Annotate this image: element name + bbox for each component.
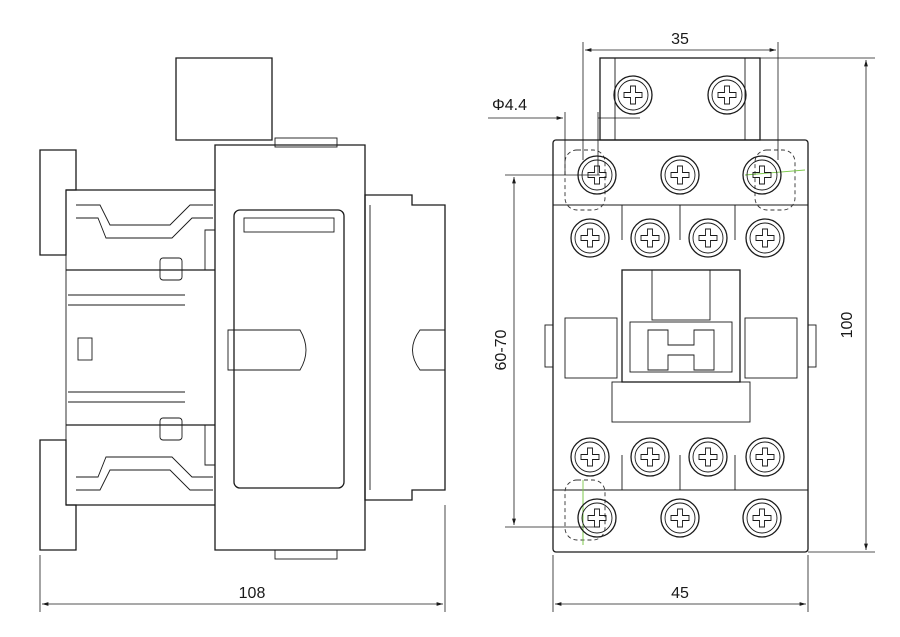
front-actuator xyxy=(621,269,741,383)
dim-100-label: 100 xyxy=(839,312,856,339)
side-view xyxy=(39,57,446,560)
side-rear-bump xyxy=(412,329,445,371)
dim-108-label: 108 xyxy=(239,585,266,602)
side-top-tab xyxy=(175,57,273,141)
screw-icon xyxy=(630,437,670,477)
screw-icon xyxy=(688,437,728,477)
side-label-slot xyxy=(243,217,335,233)
front-view xyxy=(544,57,817,553)
side-slot-lower xyxy=(159,417,183,441)
dim-100: 100 xyxy=(760,57,875,553)
dim-60-70-label: 60-70 xyxy=(493,329,510,370)
terminal-screws xyxy=(570,75,785,538)
dim-45: 45 xyxy=(552,555,809,612)
screw-icon xyxy=(688,218,728,258)
screw-icon xyxy=(630,218,670,258)
screw-icon xyxy=(745,437,785,477)
side-lower-spring xyxy=(76,469,213,491)
screw-icon xyxy=(660,155,700,195)
side-upper-clip xyxy=(39,149,77,256)
front-window-left xyxy=(564,317,618,379)
side-lower-clip xyxy=(39,439,77,551)
mount-hole-bl xyxy=(564,479,606,541)
side-housing xyxy=(214,144,366,551)
screw-icon xyxy=(660,498,700,538)
screw-icon xyxy=(613,75,653,115)
dim-45-label: 45 xyxy=(671,585,689,602)
side-window xyxy=(233,209,345,489)
side-upper-spring xyxy=(76,204,213,226)
side-rear-block xyxy=(364,194,446,501)
front-aux-block xyxy=(599,57,761,141)
dim-108: 108 xyxy=(39,505,446,612)
dim-60-70: 60-70 xyxy=(493,174,600,528)
actuator-h-slot xyxy=(647,329,715,371)
mount-hole-tr xyxy=(754,149,796,211)
dim-35: 35 xyxy=(582,31,779,160)
screw-icon xyxy=(707,75,747,115)
dim-35-label: 35 xyxy=(671,31,689,48)
side-indicator xyxy=(77,337,93,361)
screw-icon xyxy=(742,155,782,195)
side-latch xyxy=(227,329,307,371)
screw-icon xyxy=(745,218,785,258)
mount-hole-tl xyxy=(564,149,606,211)
screw-icon xyxy=(742,498,782,538)
side-slot-upper xyxy=(159,257,183,281)
screw-icon xyxy=(570,218,610,258)
front-window-right xyxy=(744,317,798,379)
dim-hole-label: Φ4.4 xyxy=(492,97,527,114)
screw-icon xyxy=(577,498,617,538)
dim-hole: Φ4.4 xyxy=(488,97,640,175)
screw-icon xyxy=(570,437,610,477)
